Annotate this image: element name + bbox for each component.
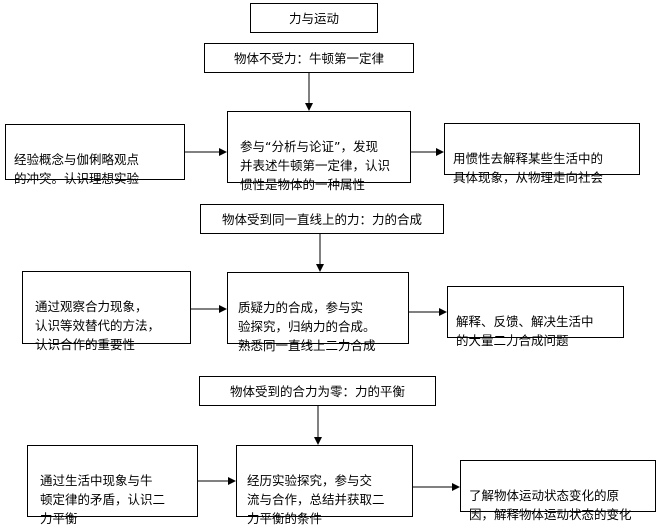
- section-2-center-text: 质疑力的合成，参与实 验探究，归纳力的合成。 熟悉同一直线上二力合成: [238, 300, 376, 353]
- section-1-left-text: 经验概念与伽俐略观点 的冲突。认识理想实验: [14, 152, 140, 186]
- section-3-heading-box: 物体受到的合力为零：力的平衡: [199, 376, 436, 406]
- section-3-heading: 物体受到的合力为零：力的平衡: [229, 383, 405, 399]
- section-1-center-box: 参与“分析与论证”，发现 并表述牛顿第一定律，认识 惯性是物体的一种属性: [227, 111, 411, 192]
- section-2-left-text: 通过观察合力现象， 认识等效替代的方法， 认识合作的重要性: [35, 299, 161, 352]
- section-2-right-text: 解释、反馈、解决生活中 的大量二力合成问题: [456, 314, 594, 348]
- section-3-right-box: 了解物体运动状态变化的原 因，解释物体运动状态的变化: [460, 460, 656, 522]
- title-text: 力与运动: [288, 10, 339, 26]
- section-1-right-box: 用惯性去解释某些生活中的 具体现象，从物理走向社会: [444, 123, 640, 185]
- section-1-left-box: 经验概念与伽俐略观点 的冲突。认识理想实验: [5, 124, 185, 186]
- section-2-left-box: 通过观察合力现象， 认识等效替代的方法， 认识合作的重要性: [22, 271, 191, 352]
- section-2-heading-box: 物体受到同一直线上的力：力的合成: [200, 204, 444, 234]
- title-box: 力与运动: [250, 3, 378, 33]
- section-1-heading: 物体不受力：牛顿第一定律: [233, 50, 384, 66]
- section-1-right-text: 用惯性去解释某些生活中的 具体现象，从物理走向社会: [453, 151, 604, 185]
- section-2-center-box: 质疑力的合成，参与实 验探究，归纳力的合成。 熟悉同一直线上二力合成: [227, 272, 409, 353]
- section-1-heading-box: 物体不受力：牛顿第一定律: [204, 43, 414, 73]
- section-2-right-box: 解释、反馈、解决生活中 的大量二力合成问题: [447, 286, 624, 348]
- section-1-center-text: 参与“分析与论证”，发现 并表述牛顿第一定律，认识 惯性是物体的一种属性: [240, 139, 391, 192]
- section-2-heading: 物体受到同一直线上的力：力的合成: [221, 211, 422, 227]
